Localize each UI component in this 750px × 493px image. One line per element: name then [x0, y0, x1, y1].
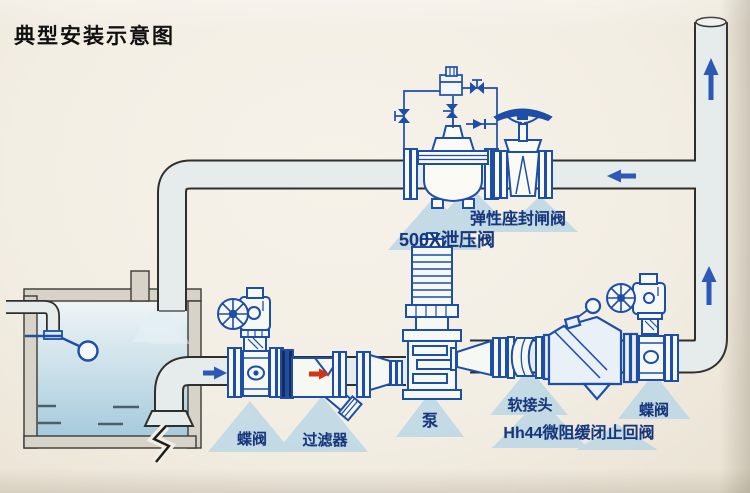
pilot-valve	[439, 74, 463, 96]
y-strainer	[280, 349, 403, 422]
flow-arrows	[203, 58, 719, 380]
arrow-left-return-pipe	[607, 169, 636, 183]
reducer	[369, 353, 391, 392]
label-triangles	[208, 186, 690, 452]
float-valve	[25, 330, 99, 362]
diaphragm-dome	[430, 137, 476, 152]
pipe-fills	[6, 22, 726, 418]
label-relief-valve: 500X泄压阀	[398, 230, 496, 250]
page-title: 典型安装示意图	[14, 25, 175, 48]
label-flexible-joint: 软接头	[507, 397, 553, 414]
arrow-right-tank-outlet	[203, 366, 227, 380]
label-strainer: 过滤器	[302, 432, 348, 449]
discharge-cone	[456, 339, 492, 377]
check-valve	[542, 297, 639, 401]
pump	[402, 232, 507, 400]
relief-valve	[403, 114, 499, 209]
riser-open-end	[695, 16, 727, 28]
riser-pipe	[470, 22, 726, 372]
float-ball	[77, 340, 99, 362]
label-pump: 泵	[421, 413, 439, 430]
label-gate-valve: 弹性座封闸阀	[469, 211, 567, 228]
tank-break-symbol	[152, 425, 171, 463]
tank-top-nozzle	[130, 270, 150, 302]
needle-valve-icons	[398, 82, 484, 129]
return-pipe	[159, 161, 706, 311]
arrow-right-strainer	[309, 368, 330, 380]
label-butterfly-valve-right: 蝶阀	[638, 402, 670, 419]
butterfly-valve-right	[606, 273, 679, 382]
label-check-valve: Hh44微阻缓闭止回阀	[503, 425, 655, 442]
float-inlet-pipe	[6, 301, 59, 340]
check-icon	[473, 119, 483, 129]
gate-valve	[493, 108, 553, 199]
water-level-dashes	[38, 404, 139, 426]
arrow-up-riser-top	[703, 58, 719, 100]
tank-water-splash	[132, 302, 190, 344]
flexible-joint	[507, 336, 543, 379]
label-butterfly-valve-left: 蝶阀	[236, 431, 268, 448]
counterweight-ball	[584, 297, 602, 315]
butterfly-valve-left	[217, 287, 284, 398]
pilot-piping	[394, 66, 498, 158]
suction-bell-mouth	[143, 410, 195, 427]
suction-pipe	[156, 358, 406, 418]
disc	[643, 350, 659, 364]
check-valve-body	[547, 315, 623, 386]
arrow-up-riser-middle	[701, 266, 717, 305]
